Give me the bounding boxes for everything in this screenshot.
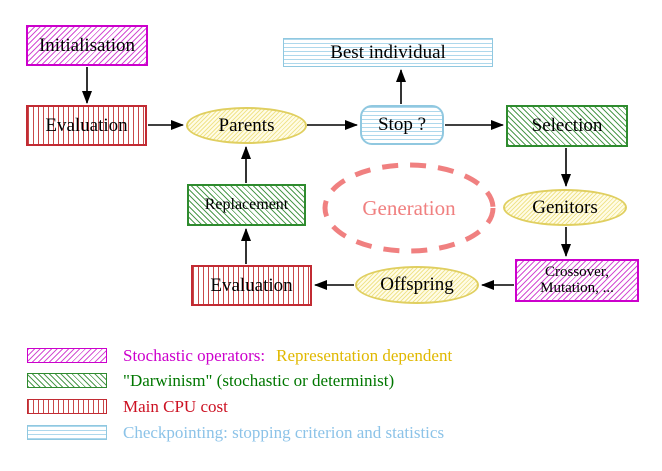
legend-row-darwinism: "Darwinism" (stochastic or determinist): [27, 370, 395, 390]
node-selection: Selection: [506, 105, 628, 147]
legend-label-stochastic: Stochastic operators:: [123, 345, 266, 365]
legend-label-checkpointing: Checkpointing: stopping criterion and st…: [123, 422, 445, 442]
node-initialisation: Initialisation: [26, 25, 148, 66]
legend-label-darwinism: "Darwinism" (stochastic or determinist): [123, 370, 395, 390]
node-evaluation-top-label: Evaluation: [45, 114, 128, 136]
legend-swatch-checkpointing: [27, 425, 107, 440]
node-selection-label: Selection: [531, 115, 603, 137]
node-evaluation-bottom: Evaluation: [191, 265, 312, 306]
legend-swatch-darwinism: [27, 373, 107, 388]
node-replacement-label: Replacement: [204, 195, 289, 213]
node-crossover-mutation: Crossover, Mutation, ...: [515, 259, 639, 302]
legend-row-checkpointing: Checkpointing: stopping criterion and st…: [27, 422, 445, 442]
node-parents: Parents: [186, 107, 307, 144]
node-evaluation-bottom-label: Evaluation: [210, 274, 293, 296]
legend-row-stochastic: Stochastic operators: Representation dep…: [27, 345, 453, 365]
legend-swatch-stochastic-operators: [27, 348, 107, 363]
legend-label-representation-dependent: Representation dependent: [276, 345, 453, 365]
legend-row-cpu-cost: Main CPU cost: [27, 396, 228, 416]
node-stop-label: Stop ?: [377, 114, 427, 136]
node-initialisation-label: Initialisation: [38, 34, 136, 56]
node-parents-label: Parents: [218, 114, 275, 136]
generation-label: Generation: [362, 196, 456, 220]
node-offspring: Offspring: [355, 266, 479, 304]
node-stop: Stop ?: [360, 105, 444, 145]
node-crossover-line1: Crossover,: [545, 263, 609, 280]
node-genitors: Genitors: [503, 189, 627, 226]
node-genitors-label: Genitors: [532, 196, 598, 218]
node-best-individual-label: Best individual: [330, 41, 446, 63]
legend-label-cpu-cost: Main CPU cost: [123, 396, 228, 416]
node-evaluation-top: Evaluation: [26, 105, 147, 146]
node-best-individual: Best individual: [283, 38, 493, 67]
generation-loop-ellipse: [322, 162, 496, 254]
legend-swatch-cpu-cost: [27, 399, 107, 414]
node-crossover-line2: Mutation, ...: [540, 279, 614, 296]
node-offspring-label: Offspring: [380, 274, 454, 296]
node-replacement: Replacement: [187, 184, 306, 226]
